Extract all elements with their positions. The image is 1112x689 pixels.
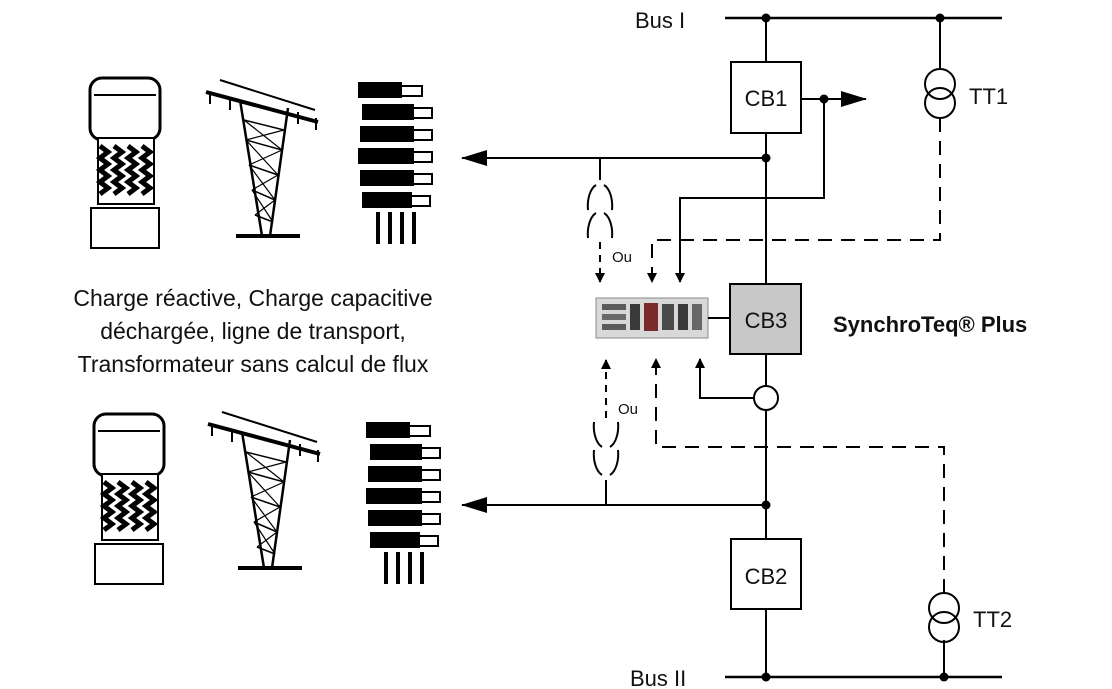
tt1-label: TT1 — [969, 84, 1008, 109]
product-label: SynchroTeq® Plus — [833, 312, 1027, 337]
upper-ct-icon — [586, 184, 614, 239]
capacitor-bank-icon — [358, 82, 433, 244]
cb3-box — [729, 283, 802, 355]
tt1-winding — [924, 87, 956, 119]
lower-ct-icon — [592, 421, 620, 476]
reactor-icon — [92, 412, 166, 585]
load-description-line: Charge réactive, Charge capacitive — [73, 285, 432, 311]
load-description-line: déchargée, ligne de transport, — [100, 318, 406, 344]
transmission-tower-icon — [207, 411, 321, 570]
cb3-label: CB3 — [745, 308, 788, 333]
bus-2-label: Bus II — [630, 666, 686, 689]
tt2-winding — [928, 592, 960, 624]
cb1-box — [730, 61, 802, 134]
capacitor-bank-icon — [366, 422, 441, 584]
transmission-tower-icon — [205, 79, 319, 238]
cb2-box — [730, 538, 802, 610]
ct-signal-line — [695, 358, 754, 399]
current-transformer — [753, 385, 779, 411]
cb1-label: CB1 — [745, 86, 788, 111]
load-description-line: Transformateur sans calcul de flux — [78, 351, 429, 377]
upper-ou-label: Ou — [612, 249, 632, 266]
synchroteq-relay — [595, 297, 709, 339]
reactor-icon — [88, 76, 162, 249]
tt2-label: TT2 — [973, 607, 1012, 632]
tt2-winding — [928, 611, 960, 643]
bus-1-label: Bus I — [635, 8, 685, 33]
tt1-winding — [924, 68, 956, 100]
lower-ou-label: Ou — [618, 401, 638, 418]
tt1-voltage-line — [647, 118, 941, 283]
tt2-voltage-line — [651, 358, 945, 593]
cb2-label: CB2 — [745, 564, 788, 589]
